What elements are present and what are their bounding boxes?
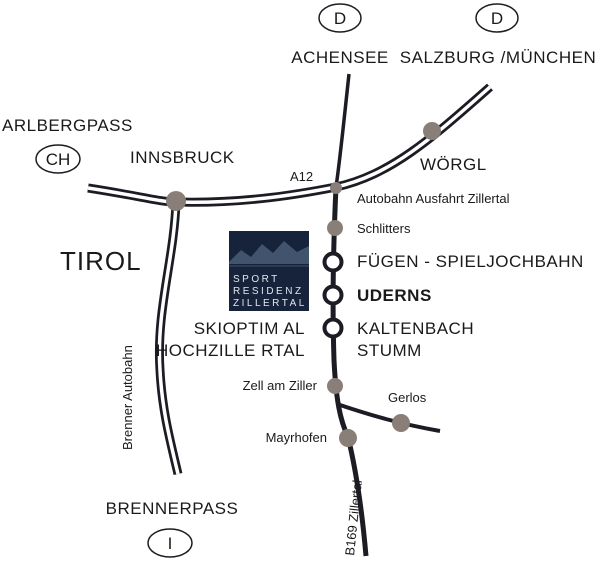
stop-kaltenbach: [322, 317, 344, 339]
label-brenner-autobahn: Brenner Autobahn: [120, 345, 135, 450]
label-salzburg: SALZBURG /MÜNCHEN: [400, 48, 596, 67]
badge-ch-label: CH: [46, 150, 71, 169]
stop-woergl: [423, 122, 441, 140]
label-a12: A12: [290, 169, 313, 184]
stop-innsbruck: [166, 191, 186, 211]
badge-i-label: I: [168, 534, 173, 553]
label-skioptimal-2: HOCHZILLE RTAL: [156, 341, 305, 360]
badge-d-right-label: D: [491, 9, 503, 28]
label-schlitters: Schlitters: [357, 221, 411, 236]
hotel-logo: SPORT RESIDENZ ZILLERTAL: [229, 231, 309, 311]
gerlos-road: [339, 403, 441, 433]
label-skioptimal-1: SKIOPTIM AL: [194, 319, 305, 338]
label-fuegen: FÜGEN - SPIELJOCHBAHN: [357, 252, 584, 271]
logo-line-2: RESIDENZ: [233, 286, 304, 297]
label-zell: Zell am Ziller: [243, 378, 318, 393]
inntal-motorway: [87, 83, 493, 207]
stop-mayrhofen: [339, 429, 357, 447]
label-gerlos: Gerlos: [388, 390, 427, 405]
label-uderns: UDERNS: [357, 286, 432, 305]
badge-i: I: [147, 528, 193, 558]
label-innsbruck: INNSBRUCK: [130, 148, 235, 167]
label-exit: Autobahn Ausfahrt Zillertal: [357, 191, 510, 206]
stop-exit: [330, 182, 342, 194]
label-arlberg: ARLBERGPASS: [2, 116, 133, 135]
badge-ch: CH: [35, 144, 81, 174]
logo-line-1: SPORT: [233, 274, 280, 285]
stop-fuegen: [322, 251, 344, 273]
label-kaltenbach-1: KALTENBACH: [357, 319, 474, 338]
label-kaltenbach-2: STUMM: [357, 341, 422, 360]
label-woergl: WÖRGL: [420, 155, 487, 174]
logo-line-3: ZILLERTAL: [233, 298, 307, 309]
label-achensee: ACHENSEE: [291, 48, 389, 67]
badge-d-left: D: [318, 3, 362, 33]
zillertal-road: [330, 186, 369, 557]
badge-d-left-label: D: [334, 9, 346, 28]
stop-uderns: [322, 284, 344, 306]
label-region: TIROL: [60, 246, 142, 276]
stop-schlitters: [327, 220, 343, 236]
badge-d-right: D: [475, 3, 519, 33]
label-mayrhofen: Mayrhofen: [266, 430, 327, 445]
stop-gerlos: [392, 414, 410, 432]
stop-zell: [327, 378, 343, 394]
achensee-road: [334, 73, 351, 188]
label-brenner: BRENNERPASS: [106, 499, 239, 518]
